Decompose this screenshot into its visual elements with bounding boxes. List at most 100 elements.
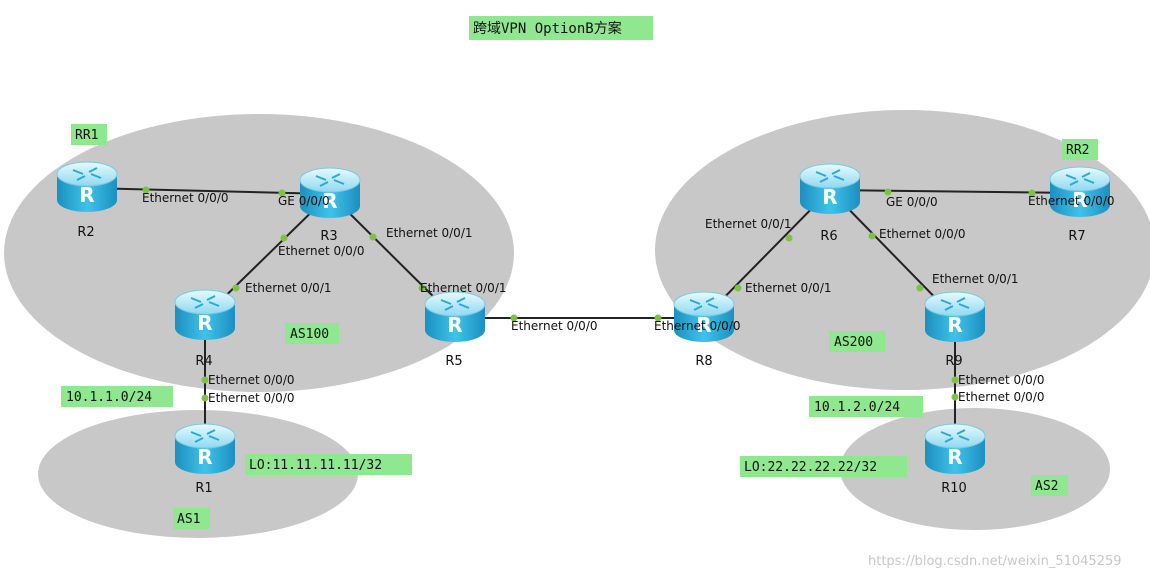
router-icon: R <box>424 291 486 342</box>
port-label: Ethernet 0/0/1 <box>745 281 832 295</box>
port-dots <box>142 186 1036 402</box>
title-text: 跨域VPN OptionB方案 <box>473 20 622 37</box>
tag-as2: AS2 <box>1031 475 1068 496</box>
port-label: Ethernet 0/0/0 <box>208 373 295 387</box>
tag-text: AS2 <box>1035 479 1058 494</box>
svg-text:R: R <box>322 189 337 213</box>
router-icon: R <box>673 291 735 342</box>
port-dot <box>201 394 209 402</box>
tag-text: AS100 <box>290 327 329 342</box>
tag-text: RR2 <box>1066 143 1089 158</box>
title-background <box>469 16 653 40</box>
port-dot <box>201 376 209 384</box>
link-r2-r3 <box>86 187 331 195</box>
svg-text:R: R <box>197 311 212 335</box>
port-labels: Ethernet 0/0/0 GE 0/0/0 Ethernet 0/0/0 E… <box>142 191 1115 405</box>
port-dot <box>510 314 518 322</box>
port-dot <box>232 284 240 292</box>
port-label: Ethernet 0/0/0 <box>1028 194 1115 208</box>
tag-text: RR1 <box>75 128 98 143</box>
svg-text:R: R <box>1072 188 1087 212</box>
router-name: R8 <box>695 354 712 369</box>
port-dot <box>654 314 662 322</box>
router-name: R10 <box>941 481 967 496</box>
port-label: GE 0/0/0 <box>886 195 938 209</box>
svg-text:R: R <box>447 313 462 337</box>
watermark: https://blog.csdn.net/weixin_51045259 <box>868 554 1122 569</box>
router-name: R3 <box>320 229 337 244</box>
tag-as1: AS1 <box>173 508 210 529</box>
router-icon: R <box>799 163 861 214</box>
port-dot <box>418 284 426 292</box>
svg-text:R: R <box>822 185 837 209</box>
port-label: Ethernet 0/0/0 <box>958 390 1045 404</box>
port-label: Ethernet 0/0/0 <box>208 391 295 405</box>
tag-rr2: RR2 <box>1062 139 1098 160</box>
region-as100 <box>4 114 514 392</box>
tag-as100: AS100 <box>285 323 339 344</box>
svg-text:R: R <box>947 445 962 469</box>
router-name: R7 <box>1068 229 1085 244</box>
port-dot <box>785 234 793 242</box>
router-name: R2 <box>77 225 94 240</box>
router-names: R2 R3 R4 R5 R1 R8 R6 R7 R9 R10 <box>77 225 1085 496</box>
tag-text: 10.1.2.0/24 <box>814 400 900 415</box>
tag-as200: AS200 <box>829 331 885 352</box>
routers: R R R R R R R R R R <box>56 161 1111 474</box>
router-name: R5 <box>445 354 462 369</box>
svg-text:R: R <box>947 313 962 337</box>
router-name: R4 <box>195 354 212 369</box>
port-dot <box>951 393 959 401</box>
region-as200 <box>655 110 1150 390</box>
port-dot <box>142 186 150 194</box>
tag-text: 10.1.1.0/24 <box>66 390 152 405</box>
router-icon: R <box>174 289 236 340</box>
router-icon: R <box>174 423 236 474</box>
port-dot <box>734 284 742 292</box>
tag-text: AS1 <box>177 512 200 527</box>
port-label: Ethernet 0/0/1 <box>932 272 1019 286</box>
port-dot <box>280 234 288 242</box>
port-dot <box>951 376 959 384</box>
port-dot <box>916 284 924 292</box>
port-label: Ethernet 0/0/1 <box>705 217 792 231</box>
diagram-title: 跨域VPN OptionB方案 <box>469 16 653 40</box>
port-dot <box>1028 189 1036 197</box>
tag-text: LO:22.22.22.22/32 <box>744 460 877 475</box>
port-dot <box>884 188 892 196</box>
tag-net2: 10.1.2.0/24 <box>809 396 923 417</box>
router-icon: R <box>299 167 361 218</box>
port-label: GE 0/0/0 <box>278 194 330 208</box>
tag-lo1: LO:11.11.11.11/32 <box>245 454 412 475</box>
port-label: Ethernet 0/0/0 <box>654 319 741 333</box>
port-dot <box>278 189 286 197</box>
svg-text:R: R <box>79 183 94 207</box>
port-label: Ethernet 0/0/0 <box>879 227 966 241</box>
link-r6-r7 <box>829 189 1081 194</box>
port-label: Ethernet 0/0/0 <box>278 244 365 258</box>
port-label: Ethernet 0/0/1 <box>420 281 507 295</box>
router-name: R1 <box>195 481 212 496</box>
port-label: Ethernet 0/0/1 <box>245 281 332 295</box>
svg-text:R: R <box>696 313 711 337</box>
port-label: Ethernet 0/0/0 <box>958 373 1045 387</box>
router-icon: R <box>56 161 118 212</box>
router-name: R6 <box>820 229 837 244</box>
tag-rr1: RR1 <box>71 124 107 145</box>
svg-text:R: R <box>197 445 212 469</box>
port-dot <box>369 233 377 241</box>
router-icon: R <box>924 423 986 474</box>
router-icon: R <box>1049 166 1111 217</box>
router-name: R9 <box>945 354 962 369</box>
port-label: Ethernet 0/0/1 <box>386 226 473 240</box>
tag-text: LO:11.11.11.11/32 <box>249 458 382 473</box>
router-icon: R <box>924 291 986 342</box>
tag-net1: 10.1.1.0/24 <box>61 386 173 407</box>
port-label: Ethernet 0/0/0 <box>142 191 229 205</box>
port-label: Ethernet 0/0/0 <box>511 319 598 333</box>
region-as1 <box>38 410 358 538</box>
tag-lo2: LO:22.22.22.22/32 <box>740 456 907 477</box>
port-dot <box>868 232 876 240</box>
tag-text: AS200 <box>834 335 873 350</box>
